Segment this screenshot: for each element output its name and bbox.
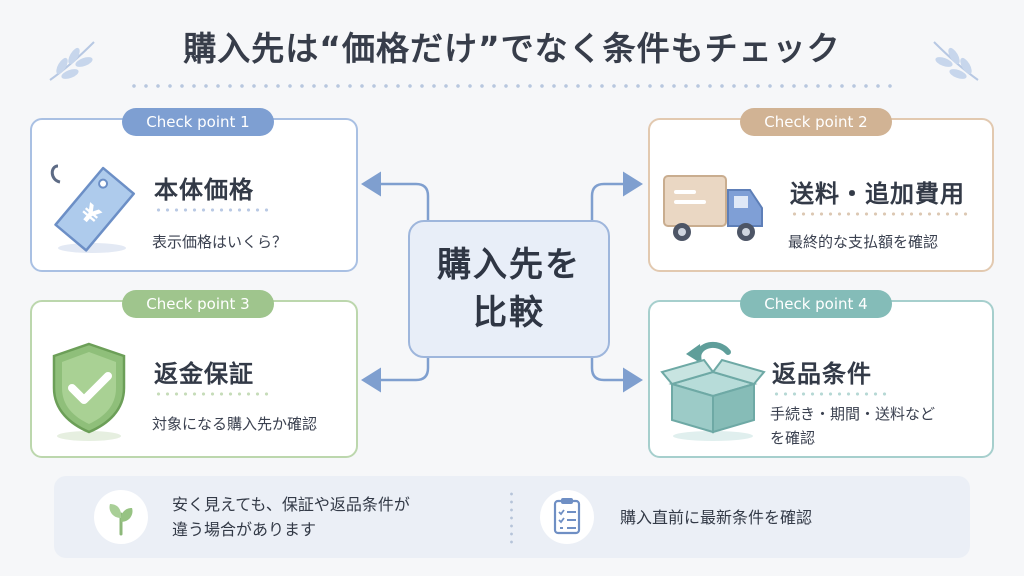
card-title-underline [154,392,272,396]
card-title-underline [772,392,890,396]
card-title: 返金保証 [154,360,254,388]
return-box-icon [660,341,766,441]
card-description-line-2: を確認 [770,429,816,447]
final-check-note: 購入直前に最新条件を確認 [620,508,813,527]
note-line-1: 安く見えても、保証や返品条件が [172,495,410,514]
center-label-line-2: 比較 [473,293,545,333]
check-point-badge: Check point 3 [122,290,274,318]
title-divider [128,84,896,88]
center-label-line-1: 購入先を [437,245,581,285]
check-point-badge: Check point 2 [740,108,892,136]
sprout-icon [109,504,133,536]
check-point-badge: Check point 1 [122,108,274,136]
clipboard-icon-badge [540,490,594,544]
check-point-card-2: Check point 2 送料・追加費用 最終的な支払額を確認 [648,108,994,272]
truck-icon [663,175,763,241]
card-title: 返品条件 [772,360,872,388]
center-node: 購入先を 比較 [408,220,610,358]
shield-check-icon [52,342,126,441]
card-description: 対象になる購入先か確認 [152,415,318,433]
card-description: 最終的な支払額を確認 [788,233,939,251]
note-divider [510,490,513,546]
page-title: 購入先は“価格だけ”でなく条件もチェック [183,29,841,68]
card-title-underline [154,208,272,212]
check-point-badge: Check point 4 [740,290,892,318]
note-line-2: 違う場合があります [172,520,317,539]
price-tag-icon: ¥ [50,164,135,253]
card-description-line-1: 手続き・期間・送料など [770,405,936,423]
card-title: 本体価格 [154,176,254,204]
bottom-note-bar: 安く見えても、保証や返品条件が 違う場合があります 購入直前に最新条件を確認 [54,476,970,558]
clipboard-checklist-icon [553,498,581,535]
check-point-card-3: Check point 3 返金保証 対象になる購入先か確認 [30,290,358,458]
leaf-decoration-right-icon [933,41,979,81]
check-point-card-1: Check point 1 ¥ 本体価格 表示価格はいくら？ [30,108,358,272]
card-title-underline [790,212,968,216]
check-point-card-4: Check point 4 返品条件 手続き・期間・送料など を確認 [648,290,994,458]
leaf-decoration-left-icon [49,41,95,81]
sprout-icon-badge [94,490,148,544]
card-title: 送料・追加費用 [790,180,965,208]
card-description: 表示価格はいくら？ [152,233,288,251]
